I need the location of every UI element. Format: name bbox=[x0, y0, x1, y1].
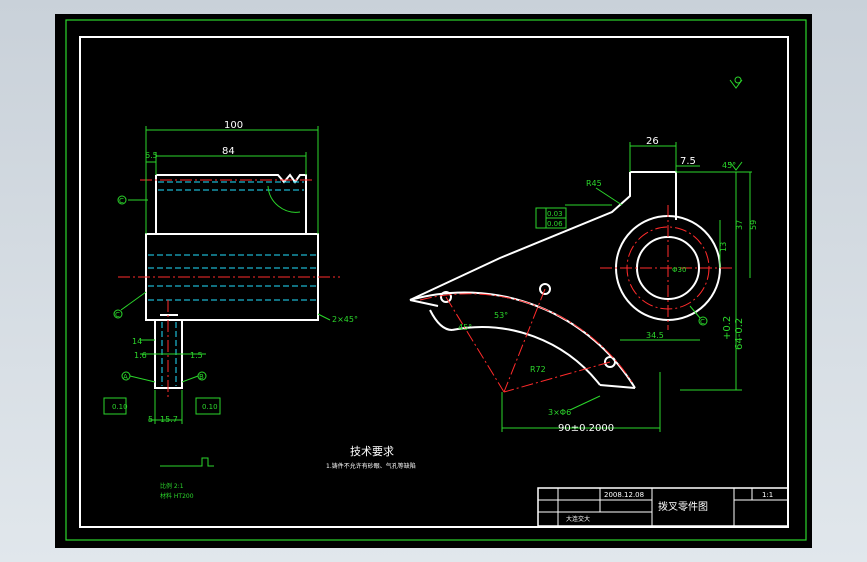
leader bbox=[181, 375, 199, 383]
angle-arc bbox=[267, 185, 301, 213]
leader bbox=[129, 375, 156, 383]
angle-45: 45° bbox=[458, 323, 472, 332]
center-lines bbox=[118, 179, 340, 400]
dimensions-right bbox=[501, 76, 752, 432]
label-text-right: 45° 13 37 59 64-0.2 +0.2 34.5 R45 3×Φ6 5… bbox=[458, 161, 758, 417]
tol-frame-b bbox=[195, 397, 221, 415]
material-note: 材料 HT200 bbox=[160, 492, 194, 500]
angle-top: 45° bbox=[722, 161, 736, 170]
datum-c-marker bbox=[117, 195, 127, 205]
tech-title: 技术要求 bbox=[350, 445, 394, 458]
tol-value-a: 0.10 bbox=[112, 403, 128, 411]
leader bbox=[569, 395, 601, 411]
dim-90: 90±0.2000 bbox=[558, 423, 614, 434]
leader bbox=[689, 305, 701, 319]
datum-c2-label: C bbox=[115, 311, 120, 319]
title-school: 大连交大 bbox=[566, 515, 590, 523]
tol-val-2: 0.06 bbox=[547, 220, 563, 228]
dim-13: 13 bbox=[719, 242, 728, 252]
dim-text-left: 100 84 bbox=[222, 120, 243, 157]
leader bbox=[595, 187, 623, 206]
pitch-arc bbox=[419, 293, 633, 383]
dim-15-7: 15.7 bbox=[160, 415, 178, 424]
chamfer-label: 2×45° bbox=[332, 315, 358, 324]
detail-slot bbox=[160, 457, 214, 467]
dim-text-right: 26 7.5 90±0.2000 bbox=[558, 136, 696, 434]
bore-label: Φ30 bbox=[672, 266, 686, 274]
title-date: 2008.12.08 bbox=[604, 491, 644, 499]
radial-line bbox=[445, 296, 505, 393]
datum-c-label: C bbox=[119, 197, 124, 205]
fork-tip bbox=[429, 309, 453, 331]
surface-mark bbox=[729, 161, 743, 171]
title-block: 2008.12.08 拨叉零件图 1:1 大连交大 bbox=[537, 487, 789, 527]
title-name: 拨叉零件图 bbox=[658, 500, 708, 513]
label-text-left: 6.5 C C A B 2×45° 14 1.6 1.5 5 15.7 0.10… bbox=[112, 151, 358, 424]
dim-bar-length: 84 bbox=[222, 146, 235, 157]
datum-b-marker bbox=[197, 371, 207, 381]
datum-a-marker bbox=[121, 371, 131, 381]
leader bbox=[120, 291, 147, 311]
holes-label: 3×Φ6 bbox=[548, 408, 571, 417]
datum-c-marker bbox=[698, 316, 708, 326]
datum-a-label: A bbox=[123, 373, 128, 381]
inner-border bbox=[79, 36, 789, 528]
slot-profile bbox=[196, 457, 214, 467]
dim-34-5: 34.5 bbox=[646, 331, 664, 340]
radial-line bbox=[503, 288, 546, 393]
title-scale: 1:1 bbox=[762, 491, 773, 499]
dim-width-26: 26 bbox=[646, 136, 659, 147]
dim-width-7-5: 7.5 bbox=[680, 156, 696, 167]
title-frame bbox=[537, 487, 789, 527]
tol-value-b: 0.10 bbox=[202, 403, 218, 411]
fork-bottom bbox=[599, 384, 636, 389]
tol-frame-a bbox=[103, 397, 127, 415]
hole bbox=[440, 291, 452, 303]
dim-chamfer: 6.5 bbox=[145, 151, 158, 160]
tol-val-1: 0.03 bbox=[547, 210, 563, 218]
scale-note: 比例 2:1 bbox=[160, 482, 184, 490]
front-center-lines bbox=[419, 205, 734, 393]
fork-edge bbox=[409, 299, 439, 307]
drawing-sheet bbox=[55, 14, 812, 548]
radius-r45: R45 bbox=[586, 179, 602, 188]
dim-1-6: 1.6 bbox=[134, 351, 147, 360]
dim-5: 5 bbox=[148, 415, 153, 424]
dim-59: 59 bbox=[749, 220, 758, 230]
tech-notes: 技术要求 1.铸件不允许有砂眼、气孔等缺陷 比例 2:1 材料 HT200 bbox=[160, 445, 416, 500]
dim-64: 64-0.2 bbox=[734, 318, 745, 350]
dim-overall-length: 100 bbox=[224, 120, 243, 131]
hole bbox=[604, 356, 616, 368]
surface-mark-circle bbox=[734, 76, 742, 84]
dim-1-5: 1.5 bbox=[190, 351, 203, 360]
tech-note: 1.铸件不允许有砂眼、气孔等缺陷 bbox=[326, 462, 416, 470]
datum-c3-label: C bbox=[700, 318, 705, 326]
radial-line bbox=[503, 361, 611, 393]
radius-r72: R72 bbox=[530, 365, 546, 374]
tol-plus: +0.2 bbox=[722, 316, 733, 340]
bolt-circle bbox=[626, 226, 710, 310]
outer-border bbox=[65, 19, 807, 541]
hole bbox=[539, 283, 551, 295]
datum-b-label: B bbox=[199, 373, 204, 381]
datum-c-marker bbox=[113, 309, 123, 319]
dim-14: 14 bbox=[132, 337, 142, 346]
dimensions-left bbox=[103, 126, 331, 424]
angle-53: 53° bbox=[494, 311, 508, 320]
title-grid bbox=[538, 488, 788, 526]
leader bbox=[317, 313, 331, 321]
arm-outline bbox=[409, 172, 631, 301]
dim-37: 37 bbox=[735, 220, 744, 230]
